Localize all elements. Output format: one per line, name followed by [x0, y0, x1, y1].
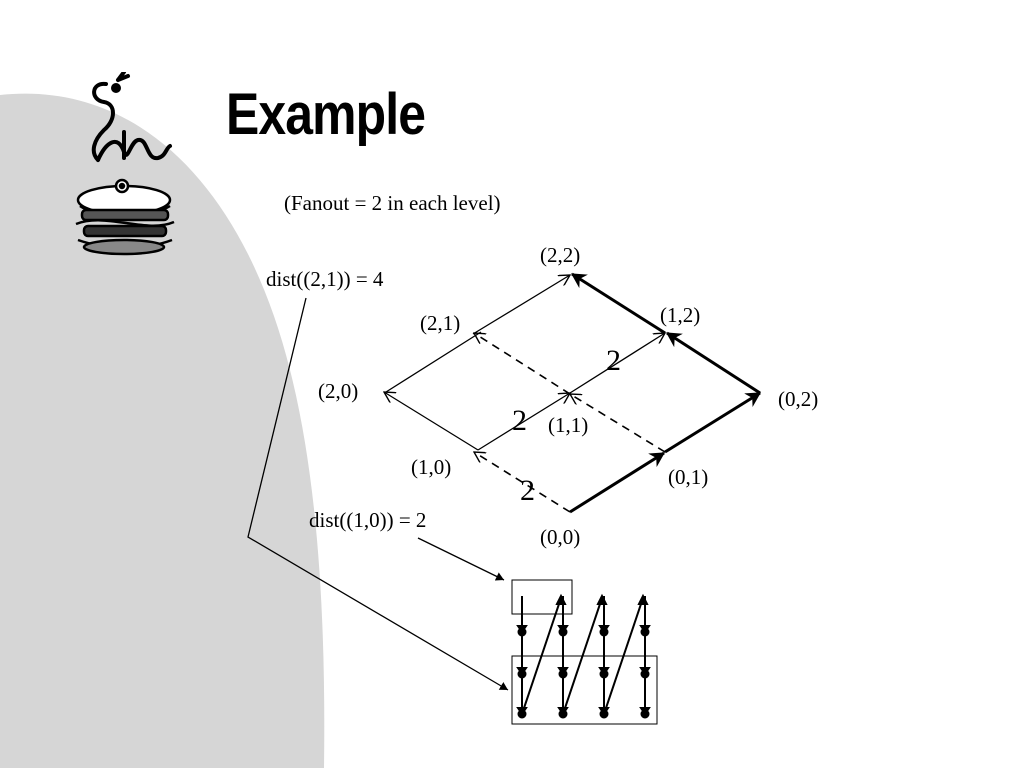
edge-00-01: [569, 451, 665, 514]
node-0-1: (0,1): [668, 465, 708, 489]
weight-label-1: 2: [606, 344, 621, 377]
snake-icon: [91, 72, 172, 162]
weight-label-2: 2: [512, 404, 527, 437]
edge-10-20: [384, 392, 479, 451]
edge-00-10: [474, 452, 571, 513]
node-1-1: (1,1): [548, 413, 588, 437]
node-1-2: (1,2): [660, 303, 700, 327]
node-1-0: (1,0): [411, 455, 451, 479]
dist-1-0-pointer: [417, 537, 505, 581]
edge-02-12: [666, 331, 761, 395]
weight-label-3: 2: [520, 474, 535, 507]
subtitle: (Fanout = 2 in each level): [284, 191, 501, 215]
node-2-1: (2,1): [420, 311, 460, 335]
burger-icon: [75, 178, 175, 256]
edge-01-11: [570, 394, 666, 453]
edge-11-12: [569, 333, 665, 394]
dist-1-0-label: dist((1,0)) = 2: [309, 508, 426, 532]
edge-10-11: [477, 393, 570, 451]
page-title: Example: [226, 82, 426, 147]
edge-12-22: [571, 272, 666, 335]
edge-01-02: [664, 391, 761, 454]
edge-20-21: [385, 331, 482, 393]
node-2-0: (2,0): [318, 379, 358, 403]
block-top: [511, 579, 573, 615]
edge-11-21: [474, 333, 571, 395]
edge-21-22: [472, 275, 570, 335]
node-2-2: (2,2): [540, 243, 580, 267]
logo-clipart: [75, 72, 175, 256]
node-0-2: (0,2): [778, 387, 818, 411]
node-0-0: (0,0): [540, 525, 580, 549]
storage-layout: [511, 579, 658, 725]
block-bottom: [511, 655, 658, 725]
dist-2-1-pointer: [247, 297, 509, 691]
dist-2-1-label: dist((2,1)) = 4: [266, 267, 384, 291]
